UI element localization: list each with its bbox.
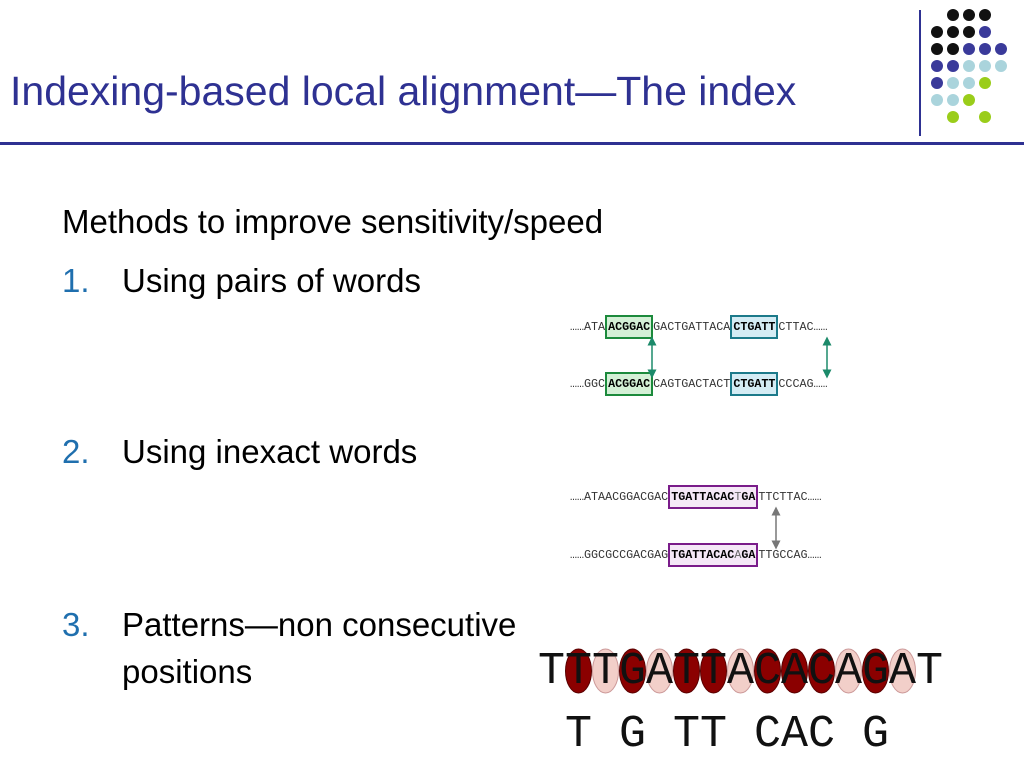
decorative-dot: [947, 111, 959, 123]
word-box-1: ACGGAC: [605, 315, 654, 339]
inexact-word-box: TGATTACACAGA: [668, 543, 759, 567]
list-text-3-continued: positions: [122, 653, 253, 690]
list-number-2: 2.: [62, 433, 90, 470]
seq-lead: ……GGC: [570, 377, 606, 391]
decorative-dot: [979, 111, 991, 123]
inexact-word-box: TGATTACACTGA: [668, 485, 759, 509]
seq-lead: ……ATAACGGACGAC: [570, 490, 669, 504]
seq-tail: TTGCCAG……: [758, 548, 822, 562]
list-text-3: Patterns—non consecutive: [122, 606, 517, 643]
decorative-dot: [979, 77, 991, 89]
word-box-2: CTGATT: [730, 315, 779, 339]
section-heading: Methods to improve sensitivity/speed: [62, 203, 604, 240]
list-text-1: Using pairs of words: [122, 262, 421, 299]
word-box-1: ACGGAC: [605, 372, 654, 396]
slide-title: Indexing-based local alignment—The index: [10, 68, 797, 114]
decorative-dot: [979, 43, 991, 55]
list-number-1: 1.: [62, 262, 90, 299]
mismatch-letter: A: [734, 548, 742, 562]
seq-tail: CTTAC……: [778, 320, 828, 334]
decorative-dot: [963, 26, 975, 38]
seq-lead: ……GGCGCCGACGAG: [570, 548, 669, 562]
decorative-dot-grid: [931, 9, 1007, 123]
decorative-dot: [963, 60, 975, 72]
list-item-1: 1. Using pairs of words: [62, 262, 421, 300]
decorative-dot: [947, 60, 959, 72]
decorative-dot: [995, 43, 1007, 55]
list-text-2: Using inexact words: [122, 433, 418, 470]
word-box-2: CTGATT: [730, 372, 779, 396]
pattern-spaced-letters: T G TT CAC G: [565, 709, 890, 760]
title-underline: [0, 142, 1024, 145]
seq-tail: TTCTTAC……: [758, 490, 822, 504]
decorative-dot: [979, 60, 991, 72]
decorative-dot: [931, 77, 943, 89]
decorative-dot: [979, 9, 991, 21]
decorative-dot: [947, 94, 959, 106]
decorative-dot: [947, 26, 959, 38]
mismatch-letter: T: [734, 490, 742, 504]
decorative-dot: [931, 94, 943, 106]
seq-tail: CCCAG……: [778, 377, 828, 391]
decorative-dot: [931, 26, 943, 38]
seq-lead: ……ATA: [570, 320, 606, 334]
word-part-a: TGATTACAC: [671, 490, 735, 504]
decorative-dot: [963, 43, 975, 55]
word-part-b: GA: [741, 490, 756, 504]
decorative-dot: [963, 94, 975, 106]
decorative-dot: [979, 26, 991, 38]
decorative-dot: [931, 43, 943, 55]
list-item-3: 3. Patterns—non consecutive: [62, 606, 516, 644]
decorative-dot: [947, 77, 959, 89]
pattern-sequence: TTTGATTACACAGAT: [538, 646, 944, 697]
list-number-3: 3.: [62, 606, 90, 643]
word-part-a: TGATTACAC: [671, 548, 735, 562]
list-item-2: 2. Using inexact words: [62, 433, 417, 471]
decorative-dot: [947, 43, 959, 55]
seq-middle: CAGTGACTACT: [653, 377, 731, 391]
decorative-dot: [931, 60, 943, 72]
decorative-dot: [995, 60, 1007, 72]
decorative-dot: [947, 9, 959, 21]
decorative-dot: [963, 77, 975, 89]
decorative-dot: [963, 9, 975, 21]
header-vertical-rule: [919, 10, 921, 136]
seq-middle: GACTGATTACA: [653, 320, 731, 334]
word-part-b: GA: [741, 548, 756, 562]
